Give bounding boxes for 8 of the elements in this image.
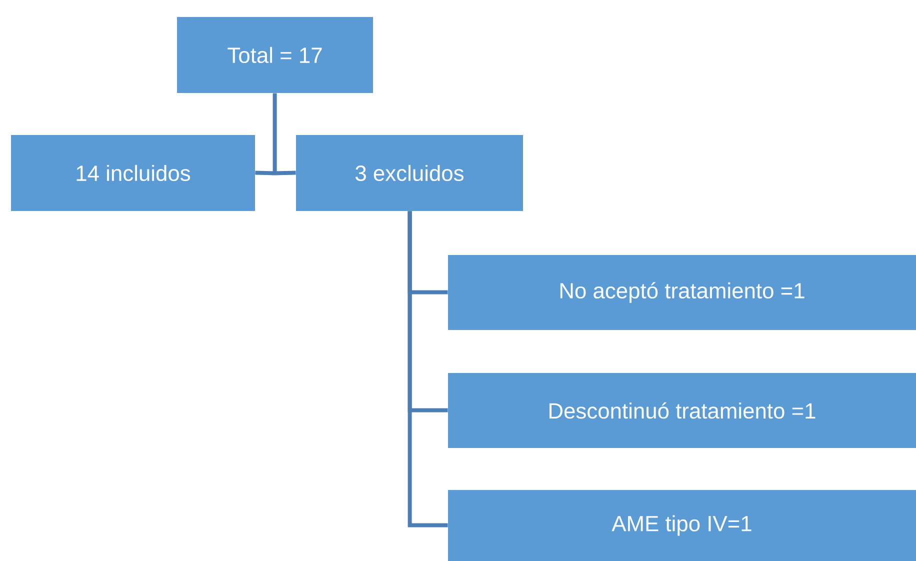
process-box: 14 incluidos: [11, 135, 255, 211]
process-box: Descontinuó tratamiento =1: [448, 373, 916, 448]
process-box: Total = 17: [177, 17, 373, 93]
process-box: 3 excluidos: [296, 135, 523, 211]
connector-line: [255, 91, 296, 176]
connector-line: [408, 211, 448, 528]
process-box: No aceptó tratamiento =1: [448, 255, 916, 330]
process-box: AME tipo IV=1: [448, 490, 916, 561]
